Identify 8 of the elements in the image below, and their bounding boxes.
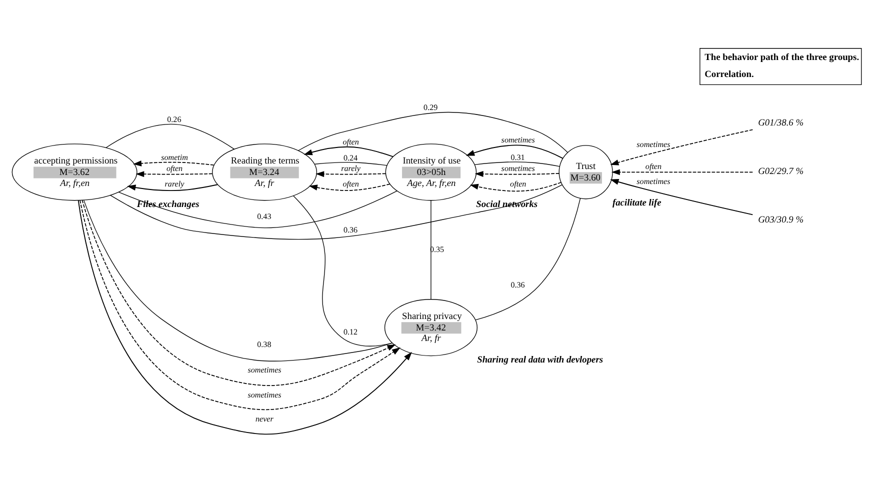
node-label: facilitate life (612, 198, 661, 208)
node-text: G01/38.6 % (758, 118, 804, 128)
legend-label: Correlation. (704, 69, 754, 80)
node-text: G02/29.7 % (758, 166, 804, 176)
node-text: G03/30.9 % (758, 214, 804, 225)
legend-label: The behavior path of the three groups. (704, 52, 859, 62)
node-label: Sharing real data with devlopers (476, 354, 603, 365)
node-label: Files exchanges (136, 200, 199, 210)
